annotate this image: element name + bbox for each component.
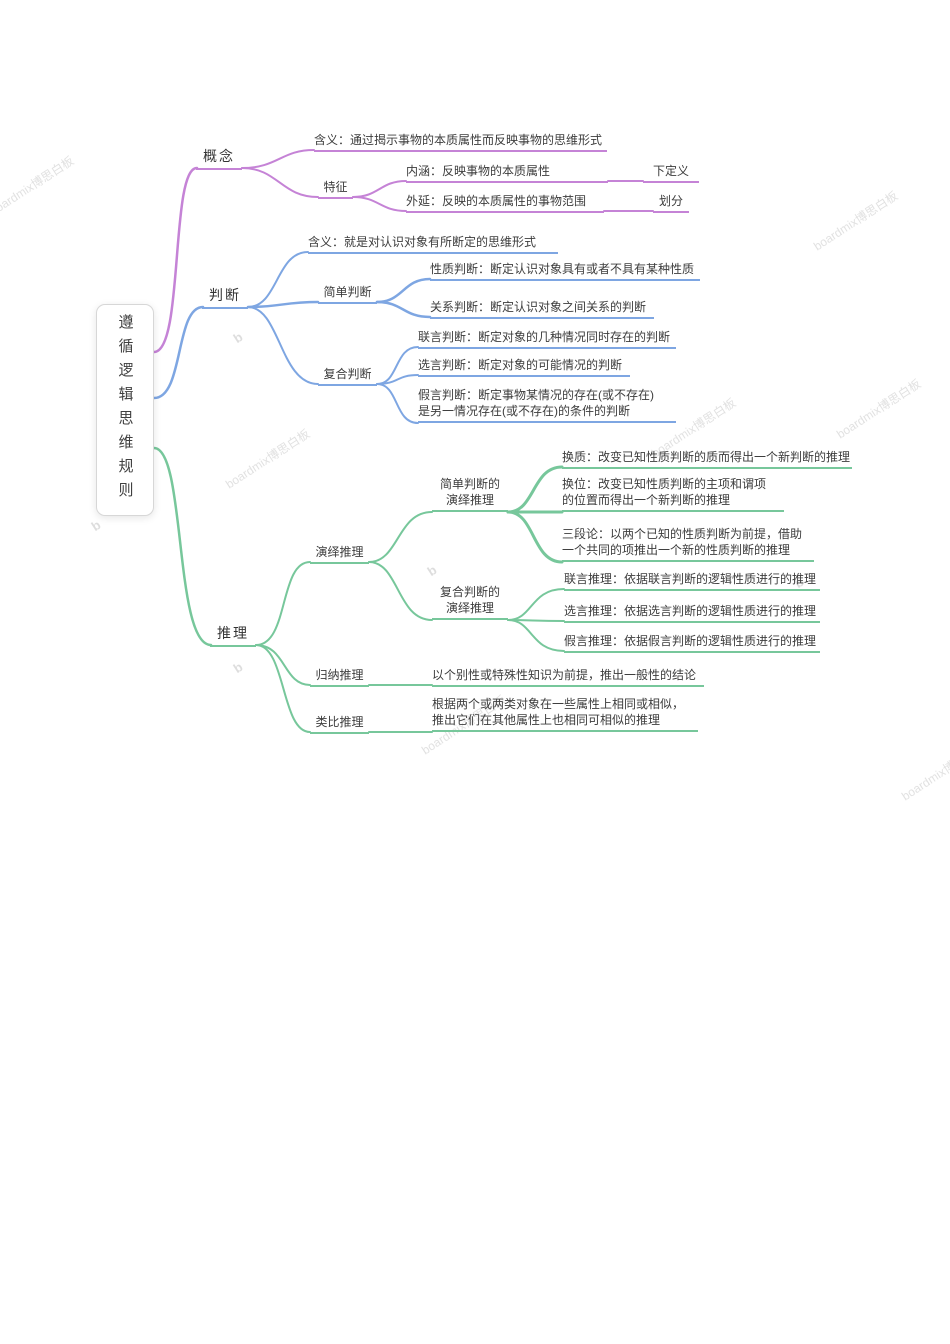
connector [376, 346, 419, 385]
node-extension[interactable]: 外延：反映的本质属性的事物范围 [406, 193, 604, 213]
connector [247, 251, 309, 308]
node-conjunctive-inference[interactable]: 联言推理：依据联言判断的逻辑性质进行的推理 [564, 571, 820, 591]
connector [368, 511, 433, 563]
node-property-judgment[interactable]: 性质判断：断定认识对象具有或者不具有某种性质 [430, 261, 700, 281]
connector [368, 561, 433, 621]
node-inference[interactable]: 推理 [210, 623, 256, 647]
connector [507, 619, 565, 652]
connector [255, 561, 311, 646]
connector [255, 644, 311, 733]
connector [255, 644, 311, 686]
connector [246, 300, 320, 309]
watermark-logo-icon: b [424, 562, 440, 579]
connector [247, 306, 319, 385]
node-hypothetical-judgment[interactable]: 假言判断：断定事物某情况的存在(或不存在) 是另一情况存在(或不存在)的条件的判… [418, 387, 676, 423]
node-relation-judgment[interactable]: 关系判断：断定认识对象之间关系的判断 [430, 299, 654, 319]
connector [376, 374, 419, 385]
connector [376, 383, 419, 424]
node-judgment-meaning[interactable]: 含义：就是对认识对象有所断定的思维形式 [308, 234, 558, 254]
connector [375, 300, 432, 319]
watermark: boardmix博思白板 [834, 376, 924, 442]
node-intension[interactable]: 内涵：反映事物的本质属性 [406, 163, 608, 183]
connector [152, 166, 199, 354]
node-syllogism[interactable]: 三段论：以两个已知的性质判断为前提，借助 一个共同的项推出一个新的性质判断的推理 [562, 526, 814, 562]
node-extension-child-divide[interactable]: 划分 [653, 193, 689, 213]
root-node[interactable]: 遵循逻辑思维规则 [96, 304, 154, 516]
node-analogy[interactable]: 类比推理 [310, 714, 369, 734]
watermark: boardmix博思白板 [899, 738, 950, 804]
connector [506, 465, 564, 514]
watermark: boardmix博思白板 [811, 188, 901, 254]
node-conversion[interactable]: 换位：改变已知性质判断的主项和谓项 的位置而得出一个新判断的推理 [562, 476, 784, 512]
node-analogy-desc[interactable]: 根据两个或两类对象在一些属性上相同或相似， 推出它们在其他属性上也相同可相似的推… [432, 696, 698, 732]
connector [506, 510, 564, 564]
node-simple-judgment[interactable]: 简单判断 [318, 284, 377, 304]
node-inductive-desc[interactable]: 以个别性或特殊性知识为前提，推出一般性的结论 [432, 667, 704, 687]
node-hypothetical-inference[interactable]: 假言推理：依据假言判断的逻辑性质进行的推理 [564, 633, 820, 653]
node-compound-deductive[interactable]: 复合判断的 演绎推理 [432, 584, 508, 620]
node-judgment[interactable]: 判断 [202, 285, 248, 309]
node-conjunctive-judgment[interactable]: 联言判断：断定对象的几种情况同时存在的判断 [418, 329, 676, 349]
node-compound-judgment[interactable]: 复合判断 [318, 366, 377, 386]
watermark: boardmix博思白板 [223, 426, 313, 492]
watermark-logo-icon: b [88, 517, 104, 534]
watermark: boardmix博思白板 [0, 153, 77, 219]
connector [152, 446, 213, 647]
node-concept-feature[interactable]: 特征 [318, 179, 353, 199]
node-deductive[interactable]: 演绎推理 [310, 544, 369, 564]
watermark-logo-icon: b [230, 329, 246, 346]
connector [352, 180, 407, 198]
node-concept[interactable]: 概念 [196, 146, 242, 170]
connector [507, 588, 565, 621]
connector [241, 149, 315, 169]
node-simple-deductive[interactable]: 简单判断的 演绎推理 [432, 476, 508, 512]
connector [375, 277, 432, 304]
connector [507, 619, 565, 622]
node-obversion[interactable]: 换质：改变已知性质判断的质而得出一个新判断的推理 [562, 449, 852, 469]
node-intension-child-define[interactable]: 下定义 [643, 163, 699, 183]
connector [352, 196, 407, 212]
node-disjunctive-inference[interactable]: 选言推理：依据选言判断的逻辑性质进行的推理 [564, 603, 820, 623]
watermark-logo-icon: b [230, 659, 246, 676]
node-inductive[interactable]: 归纳推理 [310, 667, 369, 687]
node-concept-meaning[interactable]: 含义：通过揭示事物的本质属性而反映事物的思维形式 [314, 132, 607, 152]
root-node-label: 遵循逻辑思维规则 [116, 314, 134, 506]
connector [241, 167, 319, 198]
connector [152, 305, 205, 400]
node-disjunctive-judgment[interactable]: 选言判断：断定对象的可能情况的判断 [418, 357, 630, 377]
